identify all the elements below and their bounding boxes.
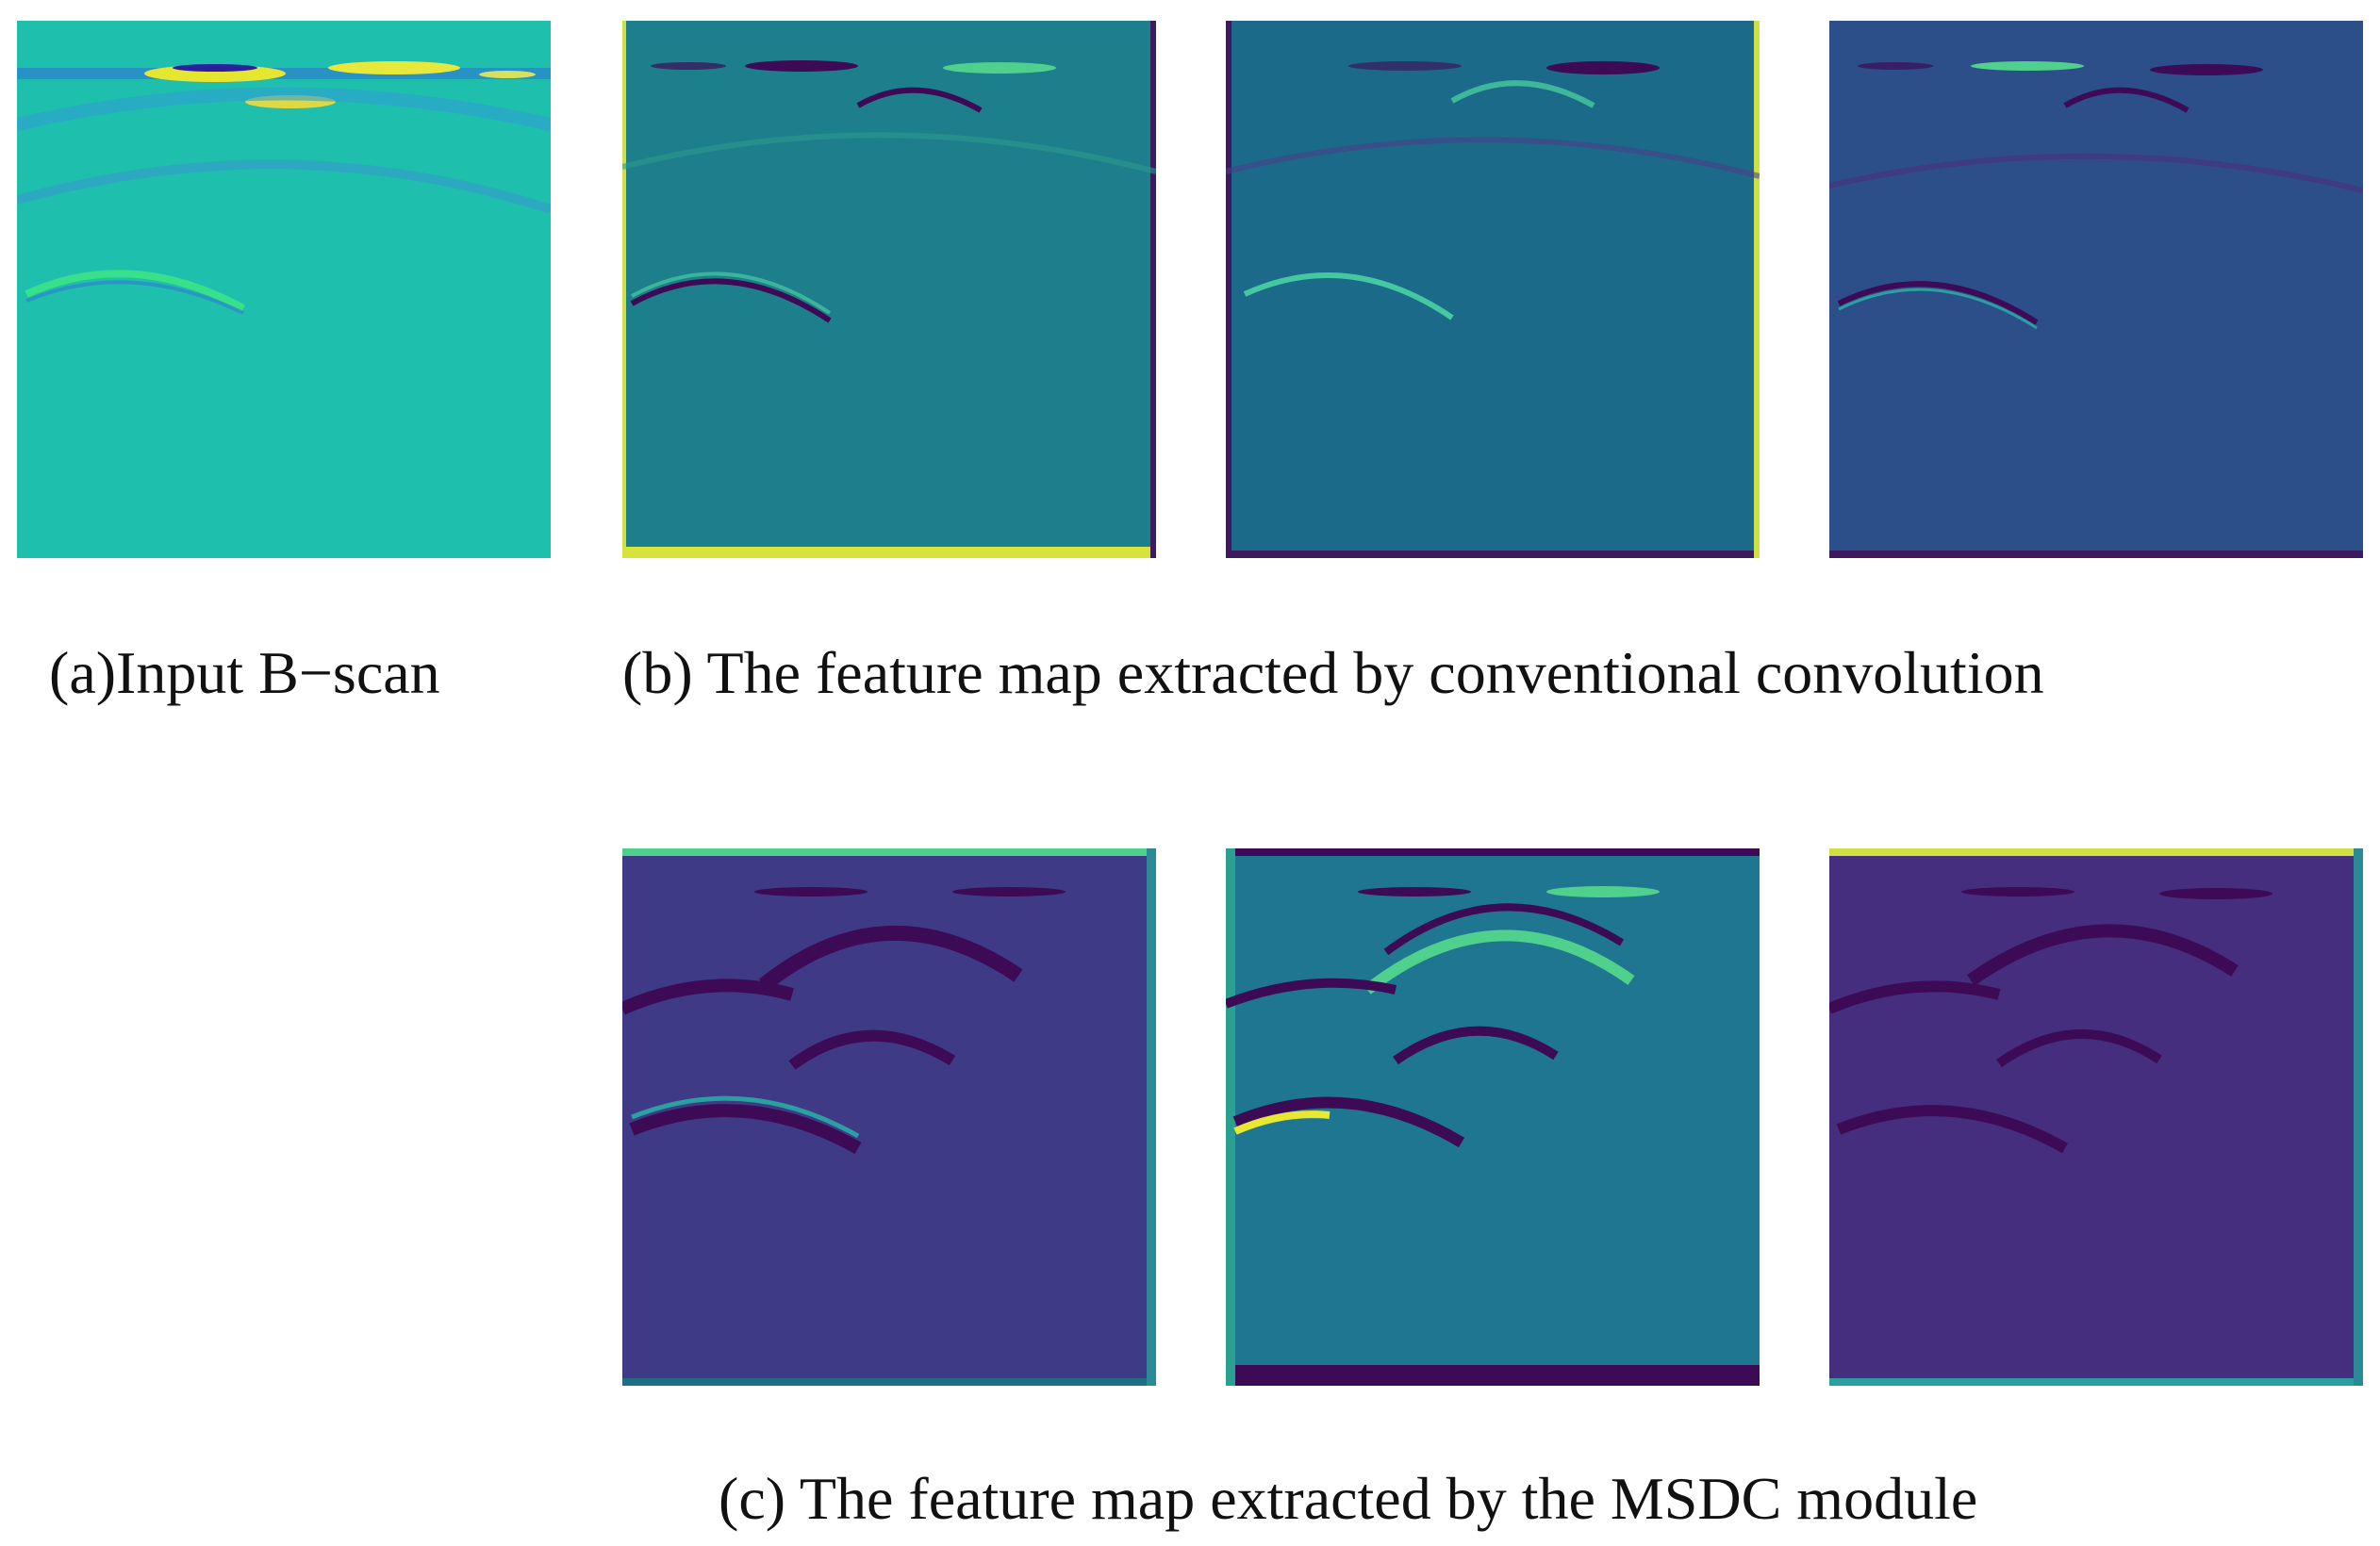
caption-input-bscan: (a)Input B−scan [49,639,440,706]
conv-feature-map-3 [1829,21,2363,558]
msdc-feature-map-2 [1226,848,1760,1386]
msdc-feature-map-3 [1829,848,2363,1386]
msdc-feature-map-1 [622,848,1156,1386]
input-bscan-image [17,21,551,558]
conv-feature-map-1 [622,21,1156,558]
caption-conventional-convolution: (b) The feature map extracted by convent… [622,639,2044,706]
caption-msdc-module: (c) The feature map extracted by the MSD… [719,1465,1978,1532]
conv-feature-map-2 [1226,21,1760,558]
